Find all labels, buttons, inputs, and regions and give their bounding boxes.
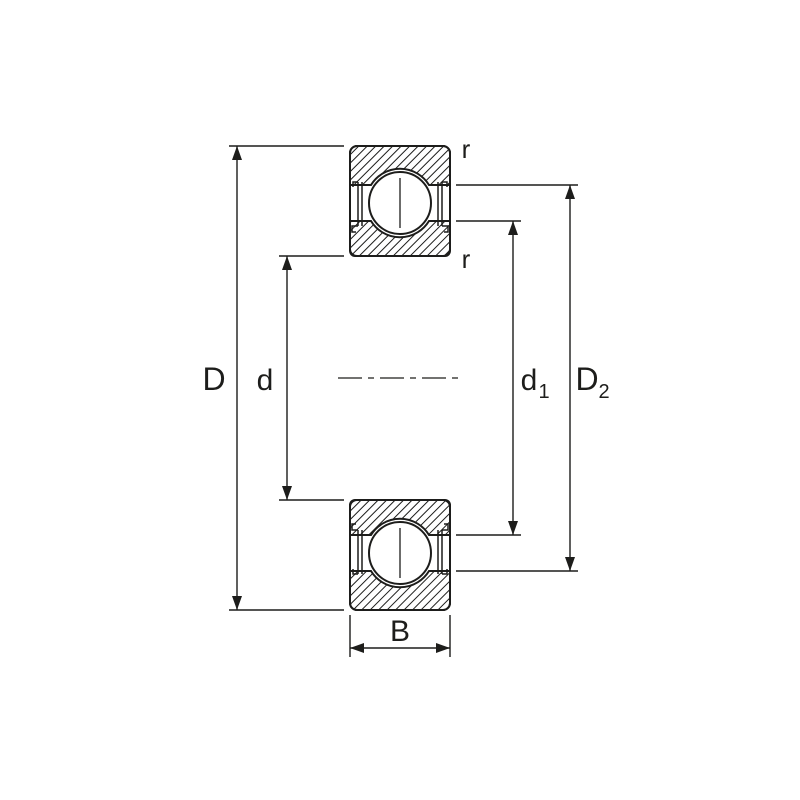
label-recess-diameter-d1: d	[521, 364, 538, 397]
dimension-lines	[232, 146, 575, 653]
label-width-B: B	[390, 615, 410, 648]
shield-bottom-right	[437, 523, 449, 575]
label-shoulder-diameter-D2-subscript: 2	[598, 381, 609, 403]
label-outer-diameter-D: D	[202, 361, 225, 397]
label-recess-diameter-d1-subscript: 1	[538, 381, 549, 403]
label-chamfer-r-outer: r	[462, 134, 471, 164]
section-outline-bottom	[349, 499, 451, 611]
shield-bottom-left	[351, 523, 363, 575]
bearing-section-bottom	[349, 499, 451, 611]
bearing-section-top	[349, 145, 451, 257]
label-chamfer-r-inner: r	[462, 244, 471, 274]
label-bore-diameter-d: d	[257, 364, 274, 397]
shield-top-right	[437, 181, 449, 233]
label-shoulder-diameter-D2: D	[575, 361, 598, 397]
section-outline-top	[349, 145, 451, 257]
shield-top-left	[351, 181, 363, 233]
